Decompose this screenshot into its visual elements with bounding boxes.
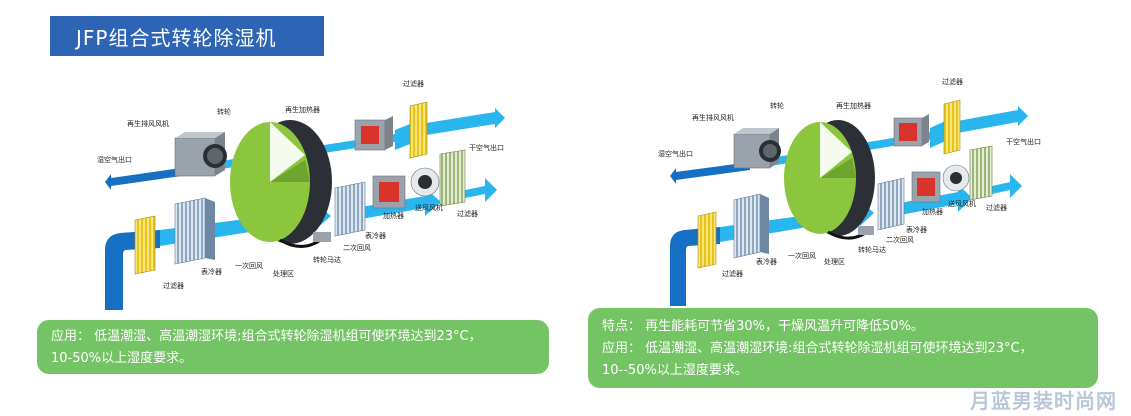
label-cooler-left: 表冷器 <box>201 267 222 276</box>
diagram-left-svg: 再生排风风机 转轮 再生加热器 过滤器 湿空气出口 干空气出口 加热器 送风风机… <box>97 79 505 310</box>
label-dry-air-outlet: 干空气出口 <box>469 143 504 152</box>
note-left-line-2: 10-50%以上湿度要求。 <box>51 351 193 366</box>
label-supply-fan: 送风风机 <box>948 199 976 208</box>
label-filter-bottom: 过滤器 <box>722 269 743 278</box>
label-rotor: 转轮 <box>770 101 784 110</box>
rotor-motor <box>313 232 331 242</box>
note-right-line-2: 应用： 低温潮湿、高温潮湿环境:组合式转轮除湿机组可使环境达到23°C， <box>602 341 1033 356</box>
diagram-right-svg: 再生排风风机 转轮 再生加热器 过滤器 湿空气出口 干空气出口 加热器 送风风机… <box>658 77 1041 306</box>
label-rotor-motor: 转轮马达 <box>858 245 886 254</box>
humid-air-arrow <box>105 166 195 190</box>
label-filter-top: 过滤器 <box>942 77 963 86</box>
label-secondary-return: 二次回风 <box>886 235 914 244</box>
label-dry-air-outlet: 干空气出口 <box>1006 137 1041 146</box>
cooler-left <box>174 197 206 265</box>
label-rotor-motor: 转轮马达 <box>313 255 341 264</box>
dehumidifier-diagram-right: 再生排风风机 转轮 再生加热器 过滤器 湿空气出口 干空气出口 加热器 送风风机… <box>640 70 1080 310</box>
label-filter-right: 过滤器 <box>986 203 1007 212</box>
application-note-left: 应用： 低温潮湿、高温潮湿环境;组合式转轮除湿机组可使环境达到23°C， 10-… <box>37 320 549 374</box>
features-note-right: 特点： 再生能耗可节省30%，干燥风温升可降低50%。 应用： 低温潮湿、高温潮… <box>588 308 1098 388</box>
label-regen-heater: 再生加热器 <box>836 101 871 110</box>
label-regen-heater: 再生加热器 <box>285 105 320 114</box>
cooler-right <box>334 181 366 237</box>
label-filter-top: 过滤器 <box>403 79 424 88</box>
label-rotor: 转轮 <box>217 107 231 116</box>
note-left-line-1: 应用： 低温潮湿、高温潮湿环境;组合式转轮除湿机组可使环境达到23°C， <box>51 329 482 344</box>
label-secondary-return: 二次回风 <box>343 243 371 252</box>
label-cooler-right: 表冷器 <box>365 231 386 240</box>
label-primary-return: 一次回风 <box>788 251 816 260</box>
filter-right <box>439 149 466 207</box>
filter-bottom <box>134 215 156 275</box>
note-right-line-1: 特点： 再生能耗可节省30%，干燥风温升可降低50%。 <box>602 319 924 334</box>
page-title: JFP组合式转轮除湿机 <box>50 16 324 56</box>
dry-air-arrow <box>465 178 497 202</box>
dehumidifier-diagram-left: 再生排风风机 转轮 再生加热器 过滤器 湿空气出口 干空气出口 加热器 送风风机… <box>65 70 565 315</box>
note-right-line-3: 10--50%以上湿度要求。 <box>602 363 748 378</box>
label-regen-exhaust-fan: 再生排风风机 <box>692 113 734 122</box>
label-filter-right: 过滤器 <box>457 209 478 218</box>
label-cooler-left: 表冷器 <box>756 257 777 266</box>
label-humid-air-outlet: 湿空气出口 <box>658 149 693 158</box>
inlet-duct <box>105 230 160 310</box>
label-supply-fan: 送风风机 <box>415 203 443 212</box>
label-process-zone: 处理区 <box>273 269 294 278</box>
label-regen-exhaust-fan: 再生排风风机 <box>127 119 169 128</box>
label-heater: 加热器 <box>922 207 943 216</box>
label-cooler-right: 表冷器 <box>906 225 927 234</box>
label-filter-bottom: 过滤器 <box>163 281 184 290</box>
watermark: 月蓝男装时尚网 <box>970 389 1117 413</box>
label-heater: 加热器 <box>383 211 404 220</box>
filter-top <box>409 101 428 159</box>
label-process-zone: 处理区 <box>824 257 845 266</box>
label-humid-air-outlet: 湿空气出口 <box>97 155 132 164</box>
label-primary-return: 一次回风 <box>235 261 263 270</box>
